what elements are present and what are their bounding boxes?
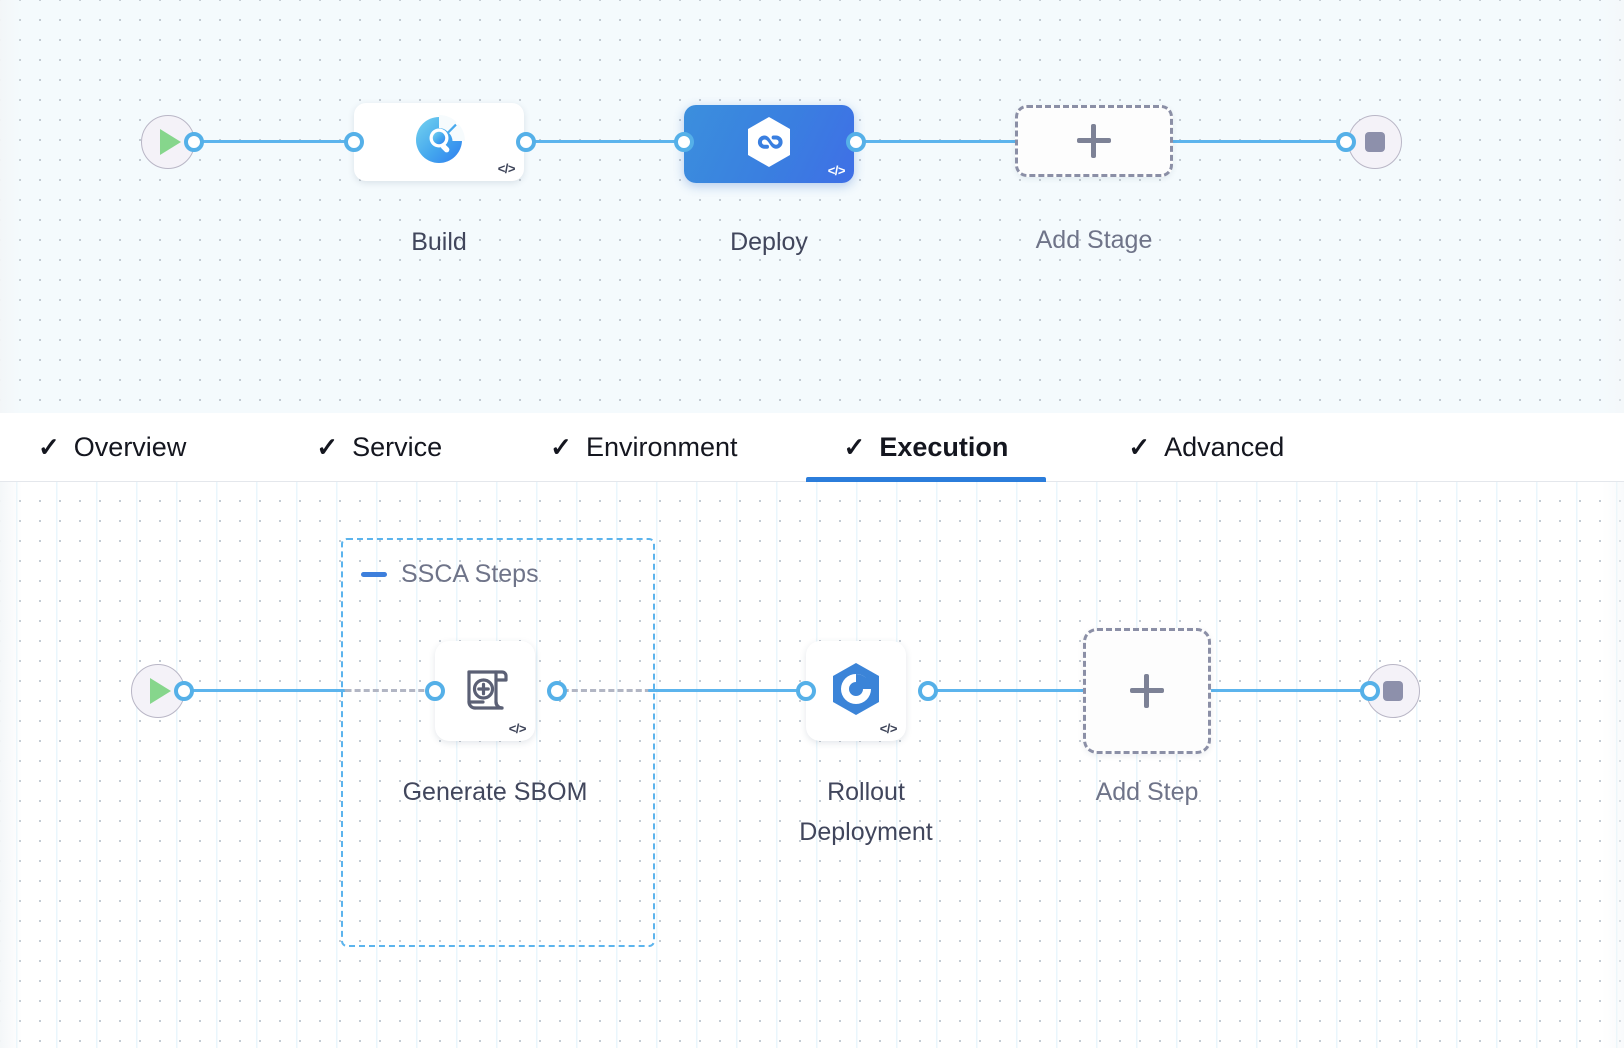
stage-graph-canvas[interactable]: </> Build </> Deploy Add Stage — [0, 0, 1624, 413]
tab-label: Environment — [585, 431, 738, 462]
step-label-rollout-deployment: Rollout Deployment — [799, 778, 933, 846]
port-sbom-in[interactable] — [425, 681, 445, 701]
minus-icon[interactable] — [361, 572, 387, 577]
check-icon: ✓ — [1128, 432, 1151, 462]
port-start-out[interactable] — [184, 132, 204, 152]
stage-card-deploy[interactable]: </> — [684, 105, 854, 183]
stage-label-build: Build — [411, 228, 467, 256]
check-icon: ✓ — [550, 432, 572, 462]
check-icon: ✓ — [843, 432, 866, 462]
step-card-rollout-deployment[interactable]: </> — [806, 641, 906, 741]
code-view-icon[interactable]: </> — [508, 721, 527, 736]
step-group-header[interactable]: SSCA Steps — [361, 560, 539, 589]
execution-steps-canvas[interactable]: SSCA Steps — [0, 482, 1624, 1048]
deploy-cd-hexagon-icon — [743, 115, 795, 174]
stop-icon — [1383, 681, 1403, 701]
check-icon: ✓ — [38, 432, 60, 462]
tab-label: Execution — [879, 431, 1009, 462]
add-step-button[interactable] — [1083, 628, 1211, 754]
stage-end-node[interactable] — [1348, 115, 1402, 169]
tab-service[interactable]: ✓ Service — [306, 413, 452, 482]
tab-advanced[interactable]: ✓ Advanced — [1118, 413, 1294, 482]
connector-build-to-deploy — [518, 140, 696, 143]
plus-icon — [1130, 674, 1164, 708]
stage-label-deploy: Deploy — [730, 228, 808, 256]
stage-config-tabbar[interactable]: ✓ Overview ✓ Service ✓ Environment ✓ Exe… — [0, 413, 1624, 482]
stage-card-build[interactable]: </> — [354, 103, 524, 181]
step-card-generate-sbom[interactable]: </> — [435, 641, 535, 741]
sbom-scroll-plus-icon — [456, 660, 514, 723]
tab-label: Service — [352, 431, 443, 462]
tab-execution[interactable]: ✓ Execution — [805, 413, 1047, 482]
step-group-ssca[interactable] — [341, 538, 655, 947]
port-step-end-in[interactable] — [1360, 681, 1380, 701]
port-sbom-out[interactable] — [547, 681, 567, 701]
port-build-out[interactable] — [516, 132, 536, 152]
check-icon: ✓ — [316, 432, 339, 462]
tab-environment[interactable]: ✓ Environment — [540, 413, 747, 482]
step-group-title: SSCA Steps — [401, 560, 539, 588]
add-stage-label: Add Stage — [1035, 226, 1153, 254]
stop-icon — [1365, 132, 1385, 152]
port-rollout-out[interactable] — [918, 681, 938, 701]
build-ci-icon — [413, 114, 466, 171]
tab-overview[interactable]: ✓ Overview — [28, 413, 196, 482]
port-build-in[interactable] — [344, 132, 364, 152]
code-view-icon[interactable]: </> — [827, 163, 846, 178]
play-icon — [150, 678, 171, 704]
code-view-icon[interactable]: </> — [497, 161, 516, 176]
port-rollout-in[interactable] — [796, 681, 816, 701]
connector-addstep-to-end — [1210, 689, 1376, 692]
port-end-in[interactable] — [1336, 132, 1356, 152]
connector-group-to-rollout — [648, 689, 814, 692]
connector-rollout-to-addstep — [926, 689, 1088, 692]
port-deploy-out[interactable] — [846, 132, 866, 152]
tab-label: Advanced — [1164, 431, 1285, 462]
rollout-hexagon-refresh-icon — [827, 660, 885, 723]
tab-label: Overview — [73, 431, 187, 462]
connector-addstage-to-end — [1168, 140, 1358, 143]
connector-start-to-group — [178, 689, 348, 692]
port-deploy-in[interactable] — [674, 132, 694, 152]
play-icon — [160, 129, 181, 155]
connector-group-in-to-sbom — [344, 689, 439, 692]
port-step-start-out[interactable] — [174, 681, 194, 701]
add-step-label: Add Step — [1095, 778, 1199, 806]
connector-start-to-build — [190, 140, 362, 143]
connector-deploy-to-addstage — [846, 140, 1026, 143]
plus-icon — [1077, 124, 1111, 158]
add-stage-button[interactable] — [1015, 105, 1173, 177]
step-label-generate-sbom: Generate SBOM — [402, 778, 588, 806]
connector-sbom-to-group-out — [552, 689, 652, 692]
code-view-icon[interactable]: </> — [879, 721, 898, 736]
